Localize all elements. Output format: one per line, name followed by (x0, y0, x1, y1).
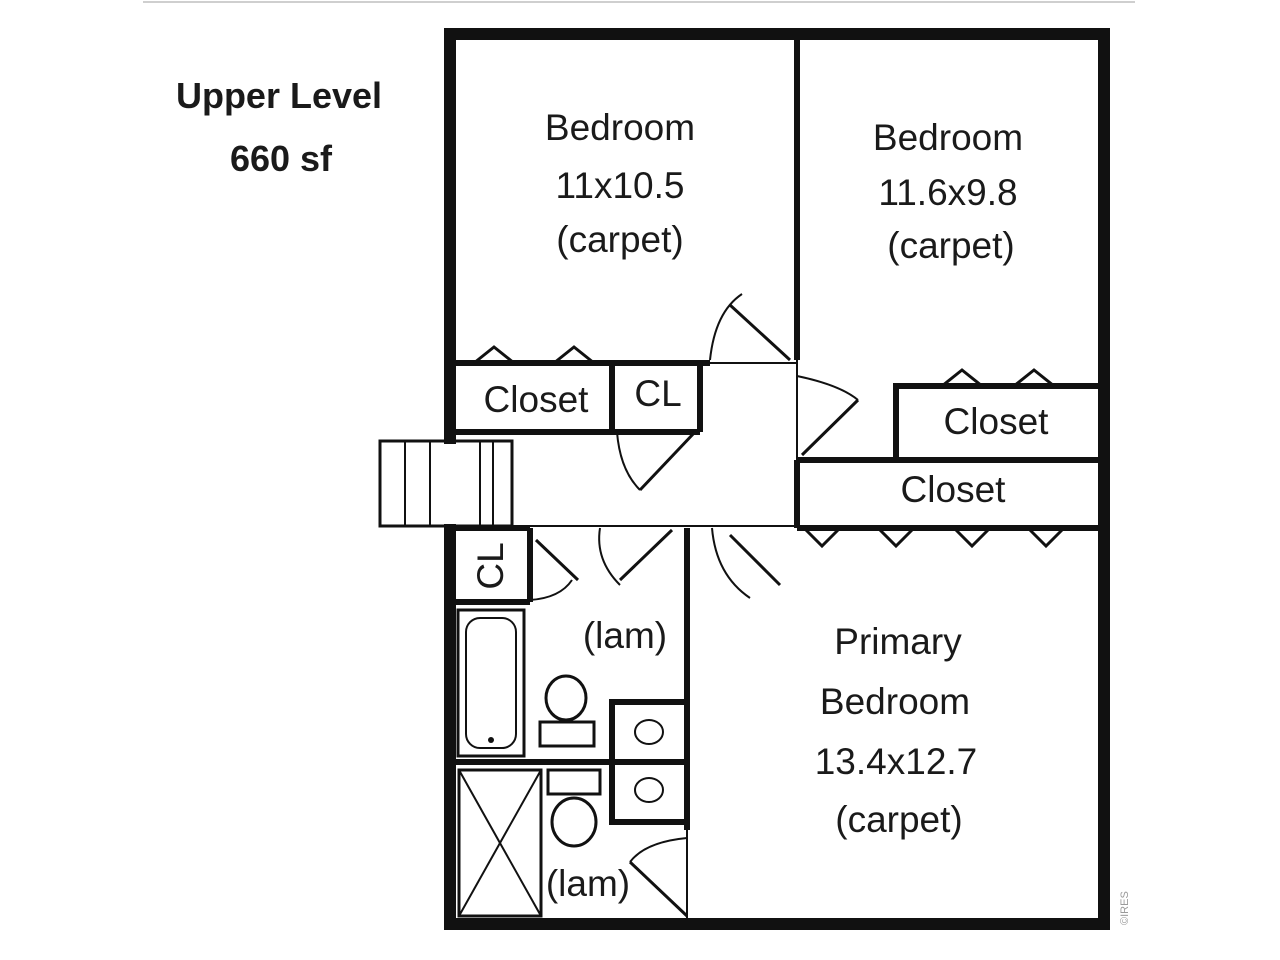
closet2-label: Closet (944, 401, 1050, 442)
closet1-bifold-left (473, 345, 515, 365)
primary-door (728, 533, 782, 587)
closet3-bifold-3 (954, 528, 990, 549)
cl2-door (534, 538, 580, 582)
bedroom1-door-arc (709, 293, 743, 361)
toilet-1-tank (538, 720, 596, 748)
primary-name-line2: Bedroom (820, 681, 970, 722)
shower-diag-2 (458, 769, 542, 917)
toilet-2-bowl (550, 796, 598, 848)
primary-name-line1: Primary (834, 621, 962, 662)
cl2-door-arc (529, 579, 573, 601)
bedroom2-door-arc (796, 375, 859, 401)
bath1-door (618, 528, 674, 582)
level-area: 660 sf (230, 138, 333, 179)
wall-closet2 (893, 383, 1104, 460)
closet2-bifold-right (1013, 368, 1055, 388)
bedroom2-door (800, 398, 860, 457)
bedroom1-size: 11x10.5 (556, 165, 685, 206)
cl1-label: CL (634, 373, 681, 414)
closet1-label: Closet (484, 379, 590, 420)
bedroom2-size: 11.6x9.8 (878, 172, 1017, 213)
primary-door-arc (711, 527, 751, 599)
stair-wall-gap (444, 444, 456, 524)
bedroom2-name: Bedroom (873, 117, 1023, 158)
bath1-door-arc (598, 527, 621, 586)
cl1-door (638, 430, 697, 492)
cl2-label: CL (470, 542, 511, 589)
closet3-bifold-1 (804, 528, 840, 549)
bathtub-inner (465, 617, 517, 749)
cl1-door-arc (616, 431, 641, 491)
sink-1 (634, 719, 664, 745)
toilet-2-tank (546, 768, 602, 796)
sink-2 (634, 777, 664, 803)
closet3-bifold-2 (878, 528, 914, 549)
level-title: Upper Level (176, 75, 382, 116)
closet3-label: Closet (901, 469, 1007, 510)
bedroom1-floor: (carpet) (556, 219, 683, 260)
watermark: ©IRES (1119, 891, 1131, 925)
bedroom1-name: Bedroom (545, 107, 695, 148)
closet3-bifold-4 (1028, 528, 1064, 549)
tub-drain (488, 737, 494, 743)
bath2-door (628, 860, 689, 918)
bathtub (456, 608, 526, 758)
bath2-door-arc (629, 837, 688, 863)
closet2-bifold-left (941, 368, 983, 388)
toilet-1-bowl (544, 674, 588, 722)
bedroom1-door (728, 303, 792, 362)
primary-size: 13.4x12.7 (815, 741, 978, 782)
bath1-floor: (lam) (583, 615, 667, 656)
bedroom2-floor: (carpet) (887, 225, 1014, 266)
bath2-floor: (lam) (546, 863, 630, 904)
primary-floor: (carpet) (835, 799, 962, 840)
closet1-bifold-right (553, 345, 595, 365)
